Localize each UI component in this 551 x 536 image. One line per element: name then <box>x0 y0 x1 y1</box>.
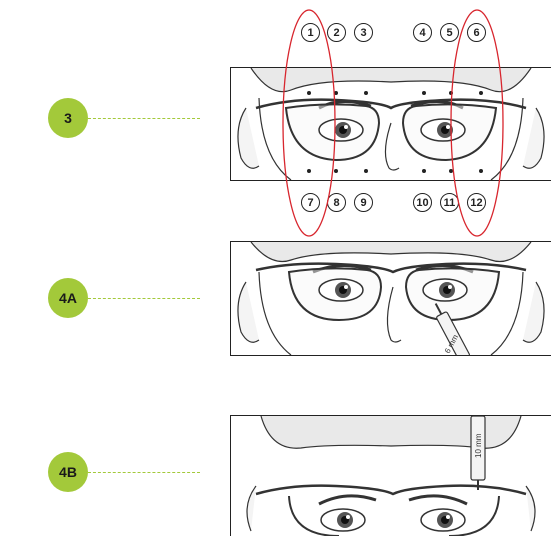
point-label-7: 7 <box>301 193 320 212</box>
point-label-3: 3 <box>354 23 373 42</box>
point-label-4: 4 <box>413 23 432 42</box>
gauge-label-upper: 10 mm <box>474 433 483 458</box>
step-leader-line-4a <box>88 298 200 299</box>
panel-step-4a: 6 mm <box>230 241 551 356</box>
panel-step-4b: 10 mm <box>230 415 551 536</box>
point-label-1: 1 <box>301 23 320 42</box>
face-with-glasses-illustration: 6 mm <box>237 242 545 355</box>
point-label-6: 6 <box>467 23 486 42</box>
point-label-9: 9 <box>354 193 373 212</box>
point-label-2: 2 <box>327 23 346 42</box>
step-label: 4B <box>59 464 77 480</box>
step-leader-line-4b <box>88 472 200 473</box>
measuring-gauge-upper <box>470 416 486 490</box>
point-label-10: 10 <box>413 193 432 212</box>
step-leader-line-3 <box>88 118 200 119</box>
point-label-5: 5 <box>440 23 459 42</box>
step-badge-4b: 4B <box>48 452 88 492</box>
step-badge-3: 3 <box>48 98 88 138</box>
face-with-glasses-illustration: 10 mm <box>246 416 536 536</box>
point-label-11: 11 <box>440 193 459 212</box>
step-badge-4a: 4A <box>48 278 88 318</box>
point-label-8: 8 <box>327 193 346 212</box>
point-label-12: 12 <box>467 193 486 212</box>
measuring-gauge-lower <box>434 303 470 355</box>
step-label: 4A <box>59 290 77 306</box>
step-label: 3 <box>64 110 72 126</box>
face-with-glasses-illustration <box>237 68 545 180</box>
panel-step-3 <box>230 67 551 181</box>
